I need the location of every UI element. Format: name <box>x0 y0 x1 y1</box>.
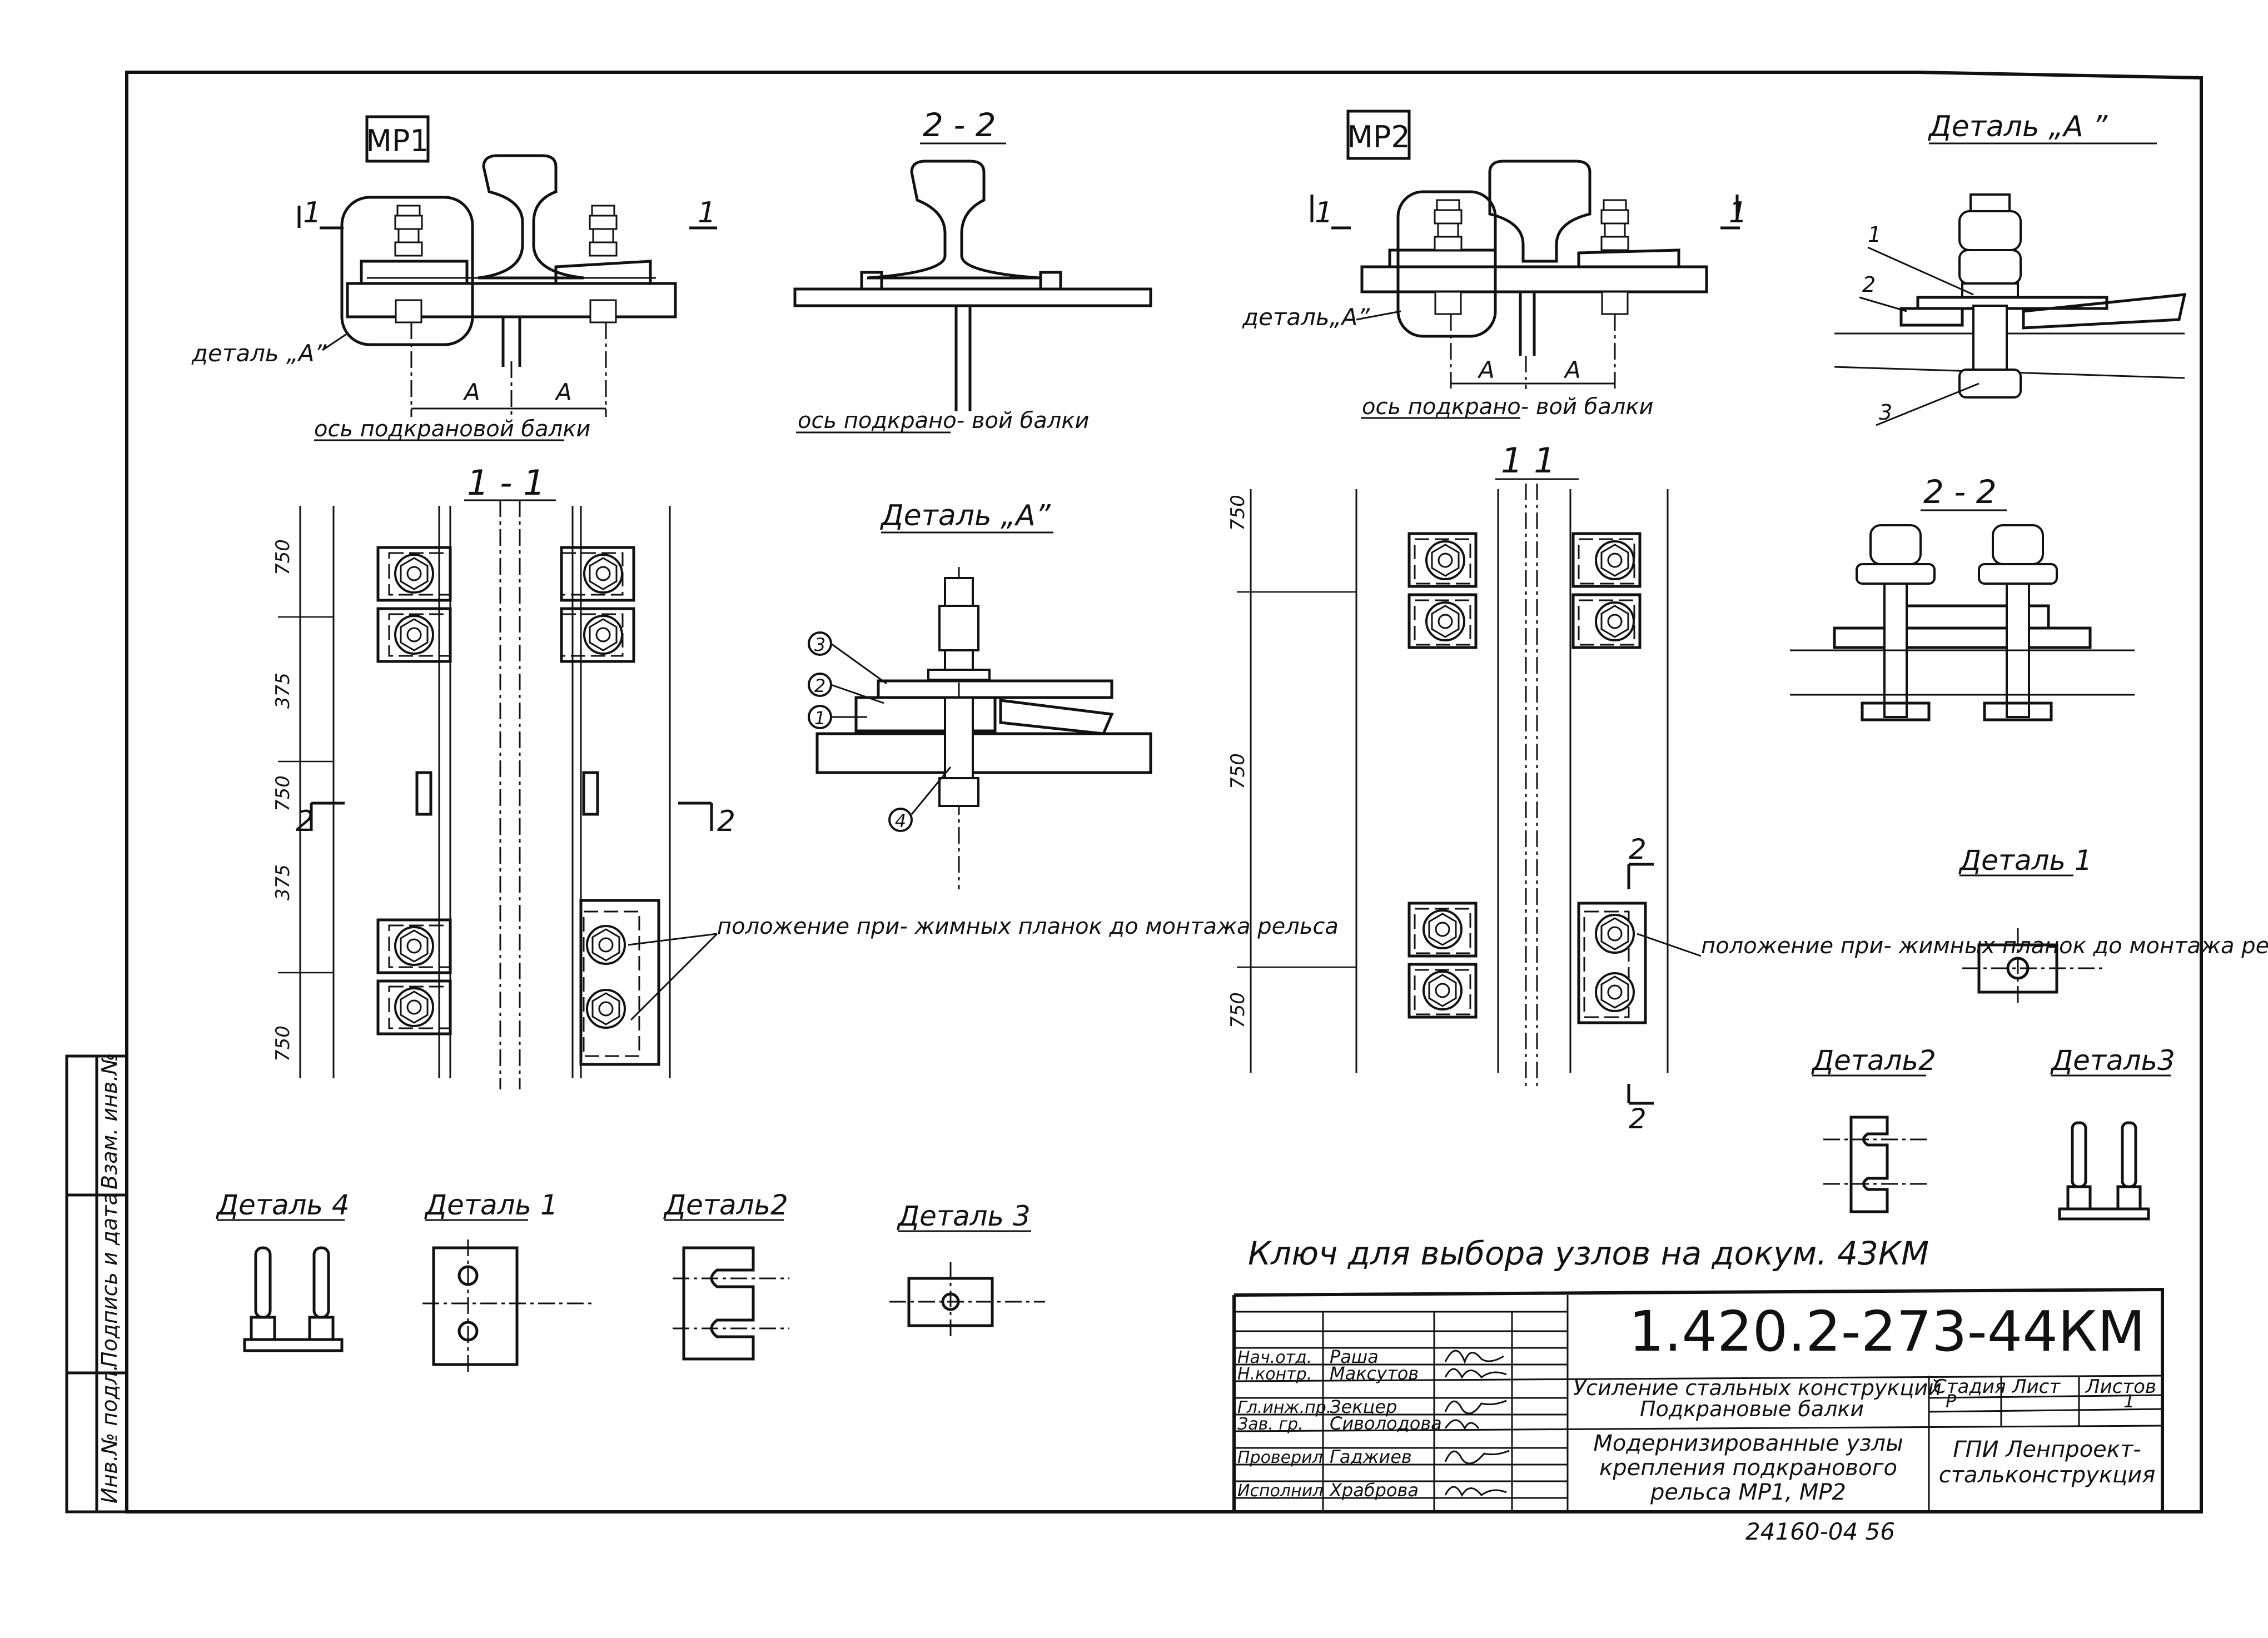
staff-role-1: Н.контр. <box>1237 1365 1312 1384</box>
mp1-detail-a: Деталь „А” 3 2 1 4 <box>808 499 1152 889</box>
staff-name-3: Сиволодова <box>1330 1413 1442 1434</box>
mp2-detail-2: Деталь2 <box>1811 1044 1936 1213</box>
key-note: Ключ для выбора узлов на докум. 43КМ <box>1248 1234 1929 1272</box>
mp1-dim-750-bottom: 750 <box>272 1025 294 1062</box>
mp2-cut-mark-bottom: 2 <box>1629 1103 1647 1135</box>
mp1-section-2-2: 2 - 2 ось подкрано- вой балки <box>793 106 1152 434</box>
mp1-detail-a-ref: деталь „А” <box>191 340 327 367</box>
side-stamp: Инв.№ подл. Подпись и дата Взам. инв.№ <box>65 1053 128 1513</box>
staff-role-3: Зав. гр. <box>1237 1415 1304 1434</box>
stage-value: Р <box>1946 1391 1957 1412</box>
mp2-detail-a-callout-2: 2 <box>1862 272 1876 297</box>
mp2-detail-2-title: Деталь2 <box>1811 1044 1936 1077</box>
mp2-section-2-2: 2 - 2 <box>1790 473 2135 721</box>
staff-role-4: Проверил <box>1237 1448 1323 1467</box>
organization: ГПИ Ленпроект- стальконструкция <box>1938 1437 2156 1488</box>
staff-role-5: Исполнил <box>1237 1481 1323 1501</box>
mp1-tag: МР1 <box>366 123 429 158</box>
mp2-dim-750-top: 750 <box>1227 495 1249 531</box>
mp2-section-mark-left: 1 <box>1315 196 1333 230</box>
side-stamp-sign-date: Подпись и дата <box>97 1192 122 1367</box>
mp1-dim-375-bottom: 375 <box>272 864 294 900</box>
title-block: 1.420.2-273-44КМ Усиление стальных конст… <box>1232 1287 2164 1512</box>
mp1-callout-4: 4 <box>895 810 906 832</box>
mp1-node-view: МР1 1 1 деталь „А” А А ось подкрановой б… <box>191 115 717 442</box>
mp1-section-mark-right: 1 <box>698 196 716 230</box>
mp1-dim-a-right: А <box>554 379 572 406</box>
staff-name-0: Раша <box>1330 1346 1379 1367</box>
archive-number: 24160-04 56 <box>1745 1518 1895 1545</box>
mp1-detail-4-title: Деталь 4 <box>216 1189 350 1221</box>
project-title: Усиление стальных конструкций <box>1573 1376 1942 1400</box>
sheets-value: 1 <box>2123 1391 2135 1412</box>
mp1-dim-750-mid: 750 <box>272 775 294 811</box>
mp1-detail-2: Деталь2 <box>663 1189 789 1361</box>
mp2-detail-1-title: Деталь 1 <box>1958 844 2092 877</box>
mp2-detail-3-title: Деталь3 <box>2050 1044 2175 1077</box>
staff-name-2: Зекцер <box>1330 1396 1397 1417</box>
mp2-node-view: МР2 1 1 деталь„А” А А ось подкрано- вой … <box>1242 109 1747 420</box>
mp1-section-2-2-beam-axis: ось подкрано- вой балки <box>798 408 1090 434</box>
project-subtitle: Подкрановые балки <box>1640 1397 1864 1421</box>
mp2-dim-750-bottom: 750 <box>1227 992 1249 1028</box>
mp2-section-1-1-title: 1 1 <box>1501 440 1556 481</box>
mp2-detail-a-callout-1: 1 <box>1868 222 1881 247</box>
staff-name-5: Храброва <box>1329 1480 1419 1501</box>
mp1-detail-4: Деталь 4 <box>216 1189 350 1352</box>
staff-role-2: Гл.инж.пр. <box>1237 1398 1331 1417</box>
stage-header: Стадия <box>1933 1376 2006 1398</box>
mp2-cut-mark-top: 2 <box>1629 833 1647 865</box>
mp1-detail-1-title: Деталь 1 <box>424 1189 558 1221</box>
mp1-detail-1: Деталь 1 <box>422 1189 595 1373</box>
mp1-clamp-note: положение при- жимных планок до монтажа … <box>717 914 1339 939</box>
mp1-callout-3: 3 <box>814 634 825 655</box>
mp2-detail-a-title: Деталь „А ” <box>1928 110 2108 143</box>
sheet-title: Модернизированные узлы крепления подкран… <box>1593 1431 1903 1505</box>
mp2-detail-1: Деталь 1 <box>1958 844 2107 1006</box>
sheets-header: Листов <box>2085 1376 2156 1398</box>
mp2-section-2-2-title: 2 - 2 <box>1923 473 1997 511</box>
mp1-detail-3-title: Деталь 3 <box>897 1200 1031 1232</box>
mp2-dim-a-right: А <box>1563 356 1581 384</box>
mp1-beam-axis: ось подкрановой балки <box>314 416 590 442</box>
staff-name-1: Максутов <box>1330 1363 1419 1384</box>
mp2-dim-750-mid: 750 <box>1227 753 1249 789</box>
staff-role-0: Нач.отд. <box>1237 1348 1312 1367</box>
mp1-cut-mark-right: 2 <box>717 805 735 838</box>
side-stamp-inv-orig: Инв.№ подл. <box>97 1365 122 1503</box>
mp2-detail-a: Деталь „А ” 1 2 3 <box>1834 110 2187 426</box>
mp2-beam-axis: ось подкрано- вой балки <box>1362 394 1654 420</box>
mp1-section-1-1-title: 1 - 1 <box>467 462 545 503</box>
sheet-frame <box>125 71 2203 1513</box>
mp2-detail-3: Деталь3 <box>2050 1044 2175 1221</box>
side-stamp-inv-replace: Взам. инв.№ <box>97 1053 122 1189</box>
mp2-dim-a-left: А <box>1477 356 1495 384</box>
mp2-detail-a-ref: деталь„А” <box>1242 303 1370 331</box>
mp2-tag: МР2 <box>1347 120 1410 155</box>
mp1-detail-2-title: Деталь2 <box>663 1189 788 1221</box>
mp1-dim-375-top: 375 <box>272 673 294 709</box>
mp1-callout-1: 1 <box>814 708 825 729</box>
staff-name-4: Гаджиев <box>1330 1446 1412 1467</box>
signatures <box>1444 1350 1510 1497</box>
mp2-section-1-1: 1 1 750 750 750 <box>1227 440 2268 1135</box>
mp1-section-1-1: 1 - 1 750 375 750 375 750 <box>272 462 1339 1089</box>
doc-code: 1.420.2-273-44КМ <box>1629 1299 2145 1364</box>
mp1-dim-750-top: 750 <box>272 539 294 575</box>
mp1-dim-a-left: А <box>462 379 480 406</box>
mp1-section-mark-left: 1 <box>303 196 321 230</box>
mp1-section-2-2-title: 2 - 2 <box>923 106 996 144</box>
sheet-header: Лист <box>2011 1376 2061 1398</box>
mp1-callout-2: 2 <box>814 675 825 696</box>
mp1-detail-3: Деталь 3 <box>889 1200 1045 1340</box>
mp1-detail-a-title: Деталь „А” <box>880 499 1051 532</box>
